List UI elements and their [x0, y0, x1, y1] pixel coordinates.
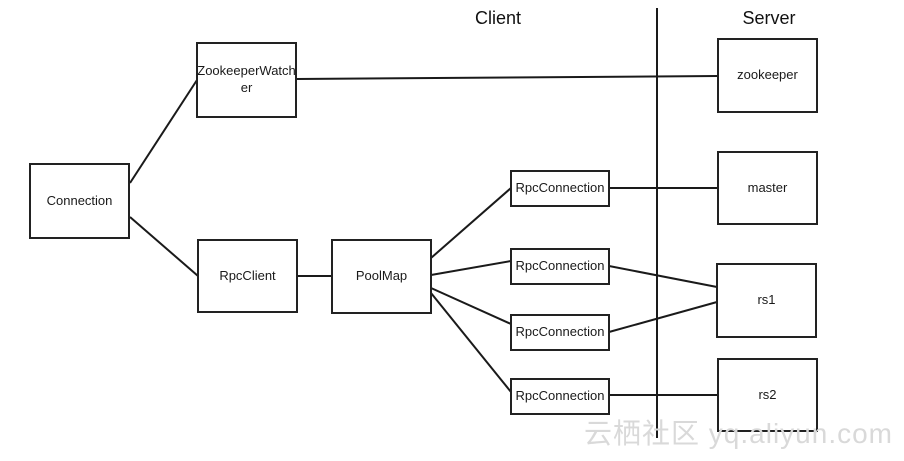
node-rs2: rs2: [717, 358, 818, 432]
node-rs1: rs1: [716, 263, 817, 338]
node-connection-label: Connection: [46, 192, 113, 208]
node-rpc-connection-2-label: RpcConnection: [515, 258, 605, 274]
node-zookeeper-label: zookeeper: [737, 67, 798, 83]
node-rs2-label: rs2: [758, 386, 777, 402]
edge-rpc-connection-2-to-rs1: [608, 265, 718, 288]
edge-pool-map-to-rpc-connection-2: [430, 260, 512, 276]
node-rs1-label: rs1: [757, 292, 776, 308]
node-zookeeper-watcher: ZookeeperWatch er: [196, 42, 297, 118]
edge-rpc-connection-3-to-rs1: [608, 301, 718, 333]
node-master-label: master: [747, 179, 788, 195]
node-pool-map-label: PoolMap: [355, 268, 408, 284]
edge-zookeeper-watcher-to-zookeeper: [295, 75, 719, 80]
server-section-header: Server: [742, 8, 796, 28]
edge-pool-map-to-rpc-connection-1: [430, 187, 512, 259]
node-zookeeper-watcher-label: ZookeeperWatch er: [197, 63, 296, 95]
edge-connection-to-zookeeper-watcher: [129, 79, 198, 184]
watermark: 云栖社区 yq.aliyun.com: [584, 418, 893, 449]
node-rpc-connection-3-label: RpcConnection: [515, 324, 605, 340]
node-pool-map: PoolMap: [331, 239, 432, 314]
node-master: master: [717, 151, 818, 225]
node-zookeeper: zookeeper: [717, 38, 818, 113]
node-connection: Connection: [29, 163, 130, 239]
edge-pool-map-to-rpc-connection-3: [430, 287, 512, 325]
node-rpc-connection-4: RpcConnection: [510, 378, 610, 415]
node-rpc-client-label: RpcClient: [219, 267, 276, 283]
edge-pool-map-to-rpc-connection-4: [430, 292, 512, 393]
node-rpc-connection-3: RpcConnection: [510, 314, 610, 351]
node-rpc-connection-2: RpcConnection: [510, 248, 610, 285]
node-rpc-connection-1-label: RpcConnection: [515, 180, 605, 196]
edge-connection-to-rpc-client: [129, 216, 199, 277]
node-rpc-client: RpcClient: [197, 239, 298, 313]
node-rpc-connection-4-label: RpcConnection: [515, 388, 605, 404]
node-rpc-connection-1: RpcConnection: [510, 170, 610, 207]
client-section-header: Client: [474, 8, 522, 28]
